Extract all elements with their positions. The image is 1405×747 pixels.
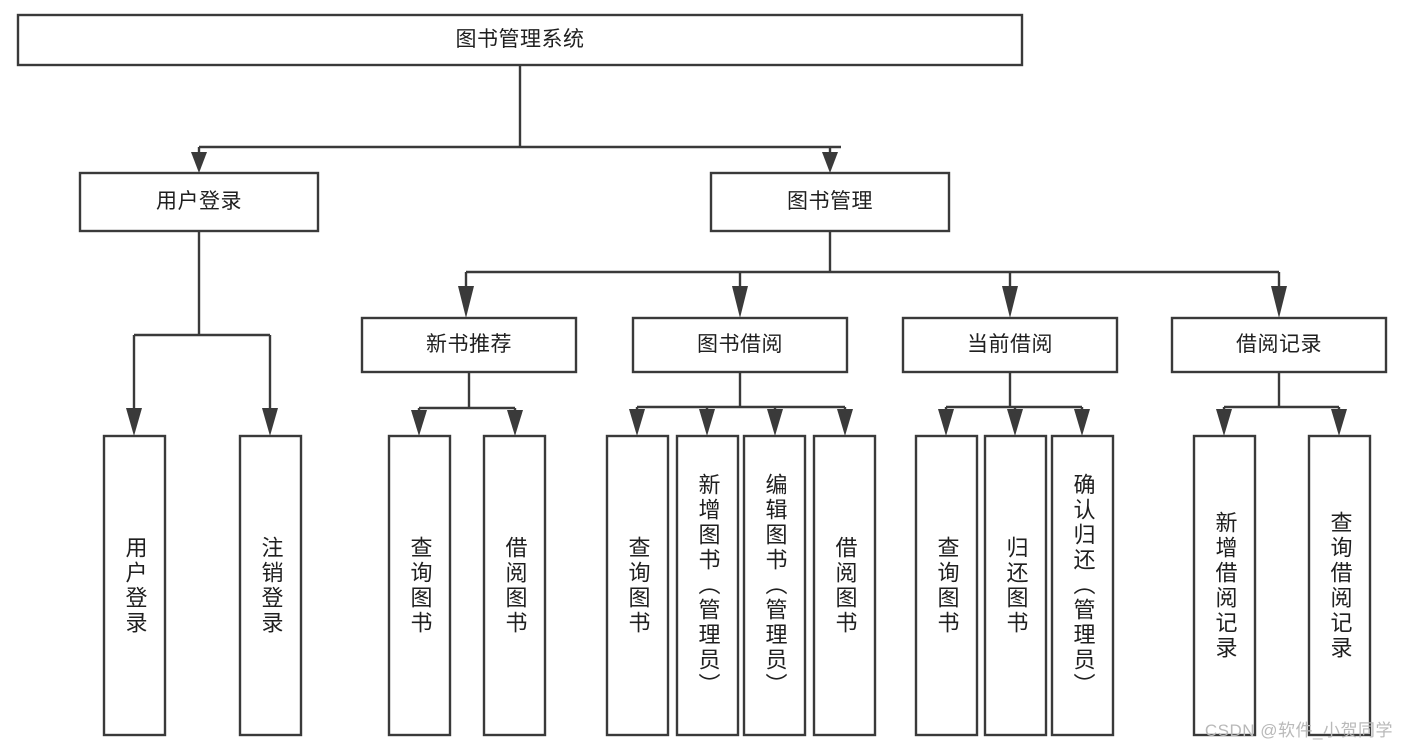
node-box-leaf-6[interactable] <box>675 434 740 737</box>
node-box-borrow-record[interactable] <box>1170 316 1388 374</box>
arrow-head-icon <box>1002 286 1018 318</box>
edge-book-manage-to-level3 <box>458 231 1287 318</box>
arrow-head-icon <box>822 152 838 173</box>
arrow-head-icon <box>1007 409 1023 436</box>
arrow-head-icon <box>699 409 715 436</box>
edge-user-login-to-leaves <box>126 231 278 436</box>
arrow-head-icon <box>1271 286 1287 318</box>
arrow-head-icon <box>732 286 748 318</box>
node-box-leaf-11[interactable] <box>1050 434 1115 737</box>
arrow-head-icon <box>1331 409 1347 436</box>
node-box-leaf-2[interactable] <box>238 434 303 737</box>
node-box-leaf-4[interactable] <box>482 434 547 737</box>
edge-borrow-record-to-leaves <box>1216 372 1347 436</box>
node-box-leaf-3[interactable] <box>387 434 452 737</box>
node-box-leaf-5[interactable] <box>605 434 670 737</box>
node-box-leaf-12[interactable] <box>1192 434 1257 737</box>
arrow-head-icon <box>126 408 142 436</box>
node-box-leaf-1[interactable] <box>102 434 167 737</box>
arrow-head-icon <box>767 409 783 436</box>
node-box-leaf-9[interactable] <box>914 434 979 737</box>
node-box-leaf-8[interactable] <box>812 434 877 737</box>
node-box-user-login[interactable] <box>78 171 320 233</box>
node-box-book-manage[interactable] <box>709 171 951 233</box>
edge-current-borrow-to-leaves <box>938 372 1090 436</box>
arrow-head-icon <box>837 409 853 436</box>
arrow-head-icon <box>458 286 474 318</box>
arrow-head-icon <box>411 410 427 436</box>
node-box-leaf-13[interactable] <box>1307 434 1372 737</box>
arrow-head-icon <box>507 410 523 436</box>
node-box-book-borrow[interactable] <box>631 316 849 374</box>
edge-book-borrow-to-leaves <box>629 372 853 436</box>
arrow-head-icon <box>629 409 645 436</box>
arrow-head-icon <box>1216 409 1232 436</box>
node-box-root[interactable] <box>16 13 1024 67</box>
arrow-head-icon <box>262 408 278 436</box>
node-box-leaf-7[interactable] <box>742 434 807 737</box>
arrow-head-icon <box>191 152 207 173</box>
edge-new-book-rec-to-leaves <box>411 372 523 436</box>
arrow-head-icon <box>1074 409 1090 436</box>
edge-root-to-level2 <box>191 65 841 173</box>
node-box-leaf-10[interactable] <box>983 434 1048 737</box>
arrow-head-icon <box>938 409 954 436</box>
node-box-current-borrow[interactable] <box>901 316 1119 374</box>
node-box-new-book-rec[interactable] <box>360 316 578 374</box>
